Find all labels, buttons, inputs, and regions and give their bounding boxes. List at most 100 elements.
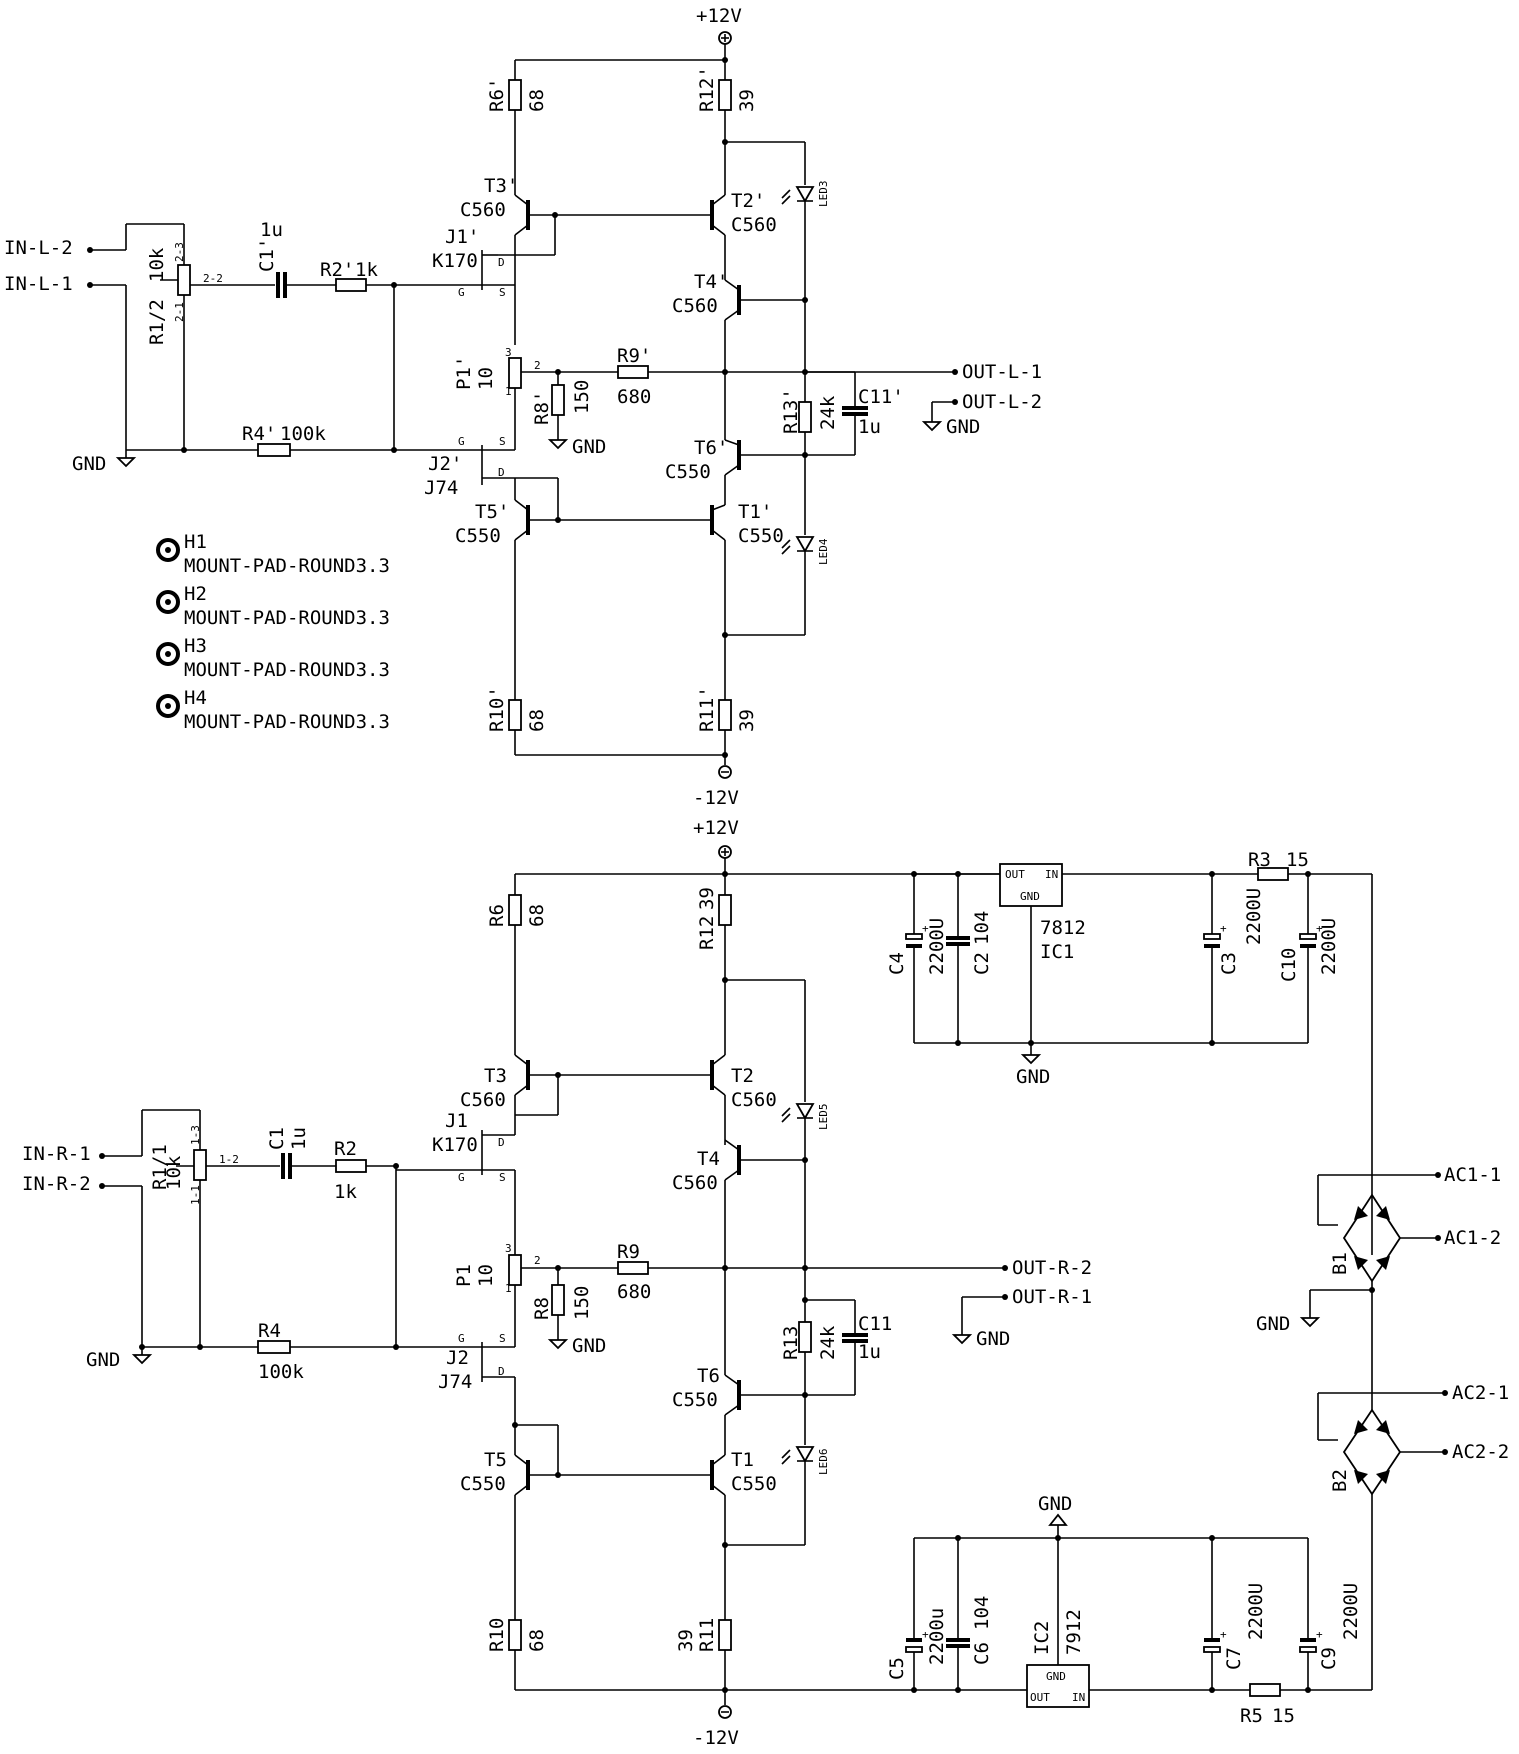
svg-text:G: G — [458, 1171, 465, 1184]
led4 — [795, 536, 815, 553]
svg-text:T6: T6 — [697, 1365, 720, 1387]
svg-text:GND: GND — [1046, 1670, 1066, 1683]
svg-text:1k: 1k — [355, 259, 378, 281]
mounting-holes: H1 MOUNT-PAD-ROUND3.3 H2 MOUNT-PAD-ROUND… — [156, 531, 390, 733]
svg-text:10: 10 — [475, 367, 497, 390]
svg-text:IN: IN — [1072, 1691, 1085, 1704]
svg-text:R2: R2 — [334, 1138, 357, 1160]
resistor-r6-right — [508, 894, 522, 926]
svg-text:T4': T4' — [694, 271, 728, 293]
svg-text:J1': J1' — [445, 226, 479, 248]
svg-text:T2: T2 — [731, 1065, 754, 1087]
resistor-r5 — [1249, 1683, 1281, 1697]
svg-text:MOUNT-PAD-ROUND3.3: MOUNT-PAD-ROUND3.3 — [184, 659, 390, 681]
power-supply: OUT IN GND 7812 IC1 R3 15 + C4 2200U C2 … — [886, 849, 1509, 1727]
gnd-symbol-r8-right — [547, 1339, 569, 1350]
vcc-label-1: +12V — [696, 5, 742, 27]
led5 — [795, 1103, 815, 1120]
svg-text:LED4: LED4 — [817, 538, 830, 565]
svg-text:C560: C560 — [672, 295, 718, 317]
svg-text:C11': C11' — [858, 386, 904, 408]
svg-text:+: + — [1316, 922, 1323, 935]
svg-text:GND: GND — [946, 416, 980, 438]
svg-text:24k: 24k — [817, 1325, 839, 1360]
svg-text:D: D — [498, 256, 505, 269]
svg-text:1: 1 — [505, 1282, 512, 1295]
svg-text:R2': R2' — [320, 259, 354, 281]
svg-text:680: 680 — [617, 1281, 651, 1303]
svg-text:B2: B2 — [1329, 1469, 1351, 1492]
vee-label-2: -12V — [693, 1727, 739, 1749]
svg-text:C550: C550 — [665, 461, 711, 483]
svg-text:2200U: 2200U — [1245, 1583, 1267, 1640]
svg-text:10k: 10k — [163, 1155, 185, 1190]
svg-text:OUT-R-1: OUT-R-1 — [1012, 1286, 1092, 1308]
svg-text:+: + — [922, 922, 929, 935]
svg-text:R3: R3 — [1248, 849, 1271, 871]
resistor-r9-right — [617, 1261, 649, 1275]
gnd-symbol-psu-pos — [1020, 1054, 1042, 1065]
svg-text:IN-L-1: IN-L-1 — [4, 273, 73, 295]
svg-text:C2: C2 — [971, 952, 993, 975]
resistor-r12-left — [718, 79, 732, 111]
svg-text:1-1: 1-1 — [189, 1185, 202, 1205]
resistor-r8-right — [551, 1284, 565, 1316]
svg-text:GND: GND — [1020, 890, 1040, 903]
pot-r1-2 — [177, 264, 191, 296]
svg-text:OUT-L-2: OUT-L-2 — [962, 391, 1042, 413]
mount-h4: H4 MOUNT-PAD-ROUND3.3 — [156, 687, 390, 733]
svg-text:OUT: OUT — [1005, 868, 1025, 881]
left-channel: +12V R6' 68 R12' 39 LED3 T3' C560 — [4, 5, 1042, 809]
svg-text:GND: GND — [1038, 1493, 1072, 1515]
svg-text:1-2: 1-2 — [219, 1153, 239, 1166]
svg-text:68: 68 — [526, 1629, 548, 1652]
pot-p1-left — [508, 357, 522, 389]
svg-text:S: S — [499, 286, 506, 299]
svg-text:T6': T6' — [694, 437, 728, 459]
svg-text:B1: B1 — [1329, 1252, 1351, 1275]
svg-text:OUT-R-2: OUT-R-2 — [1012, 1257, 1092, 1279]
svg-text:R6: R6 — [486, 904, 508, 927]
svg-text:2200U: 2200U — [1340, 1583, 1362, 1640]
svg-text:1u: 1u — [858, 1341, 881, 1363]
svg-text:C4: C4 — [886, 952, 908, 975]
svg-text:C1: C1 — [266, 1127, 288, 1150]
svg-text:GND: GND — [72, 453, 106, 475]
right-channel: +12V R6 68 R12 39 T3 C560 — [22, 817, 1092, 1749]
resistor-r10-right — [508, 1619, 522, 1651]
svg-text:IN: IN — [1045, 868, 1058, 881]
svg-text:MOUNT-PAD-ROUND3.3: MOUNT-PAD-ROUND3.3 — [184, 711, 390, 733]
svg-text:7912: 7912 — [1063, 1609, 1085, 1655]
resistor-r4-right — [257, 1340, 291, 1354]
svg-text:150: 150 — [571, 380, 593, 414]
svg-text:R9: R9 — [617, 1241, 640, 1263]
svg-text:AC2-1: AC2-1 — [1452, 1382, 1509, 1404]
svg-text:C7: C7 — [1223, 1647, 1245, 1670]
pot-r1-1 — [193, 1149, 207, 1181]
svg-text:IC2: IC2 — [1031, 1621, 1053, 1655]
svg-text:1-3: 1-3 — [189, 1125, 202, 1145]
svg-text:2200U: 2200U — [1243, 888, 1265, 945]
svg-text:R8: R8 — [531, 1297, 553, 1320]
svg-text:R12: R12 — [696, 916, 718, 950]
svg-text:C3: C3 — [1218, 952, 1240, 975]
svg-text:C550: C550 — [455, 525, 501, 547]
svg-text:R5: R5 — [1240, 1705, 1263, 1727]
svg-text:AC2-2: AC2-2 — [1452, 1441, 1509, 1463]
svg-text:3: 3 — [505, 346, 512, 359]
svg-text:LED5: LED5 — [817, 1104, 830, 1131]
svg-text:2200u: 2200u — [926, 1608, 948, 1665]
svg-text:7812: 7812 — [1040, 917, 1086, 939]
svg-text:C560: C560 — [731, 214, 777, 236]
svg-text:H3: H3 — [184, 635, 207, 657]
svg-text:2-2: 2-2 — [203, 272, 223, 285]
svg-text:R4: R4 — [258, 1320, 281, 1342]
svg-text:39: 39 — [736, 89, 758, 112]
svg-text:680: 680 — [617, 386, 651, 408]
svg-text:AC1-1: AC1-1 — [1444, 1164, 1501, 1186]
svg-text:T3: T3 — [484, 1065, 507, 1087]
svg-text:2-1: 2-1 — [173, 302, 186, 322]
svg-text:IC1: IC1 — [1040, 941, 1074, 963]
svg-text:R1/2: R1/2 — [146, 299, 168, 345]
svg-text:R13': R13' — [780, 388, 802, 434]
